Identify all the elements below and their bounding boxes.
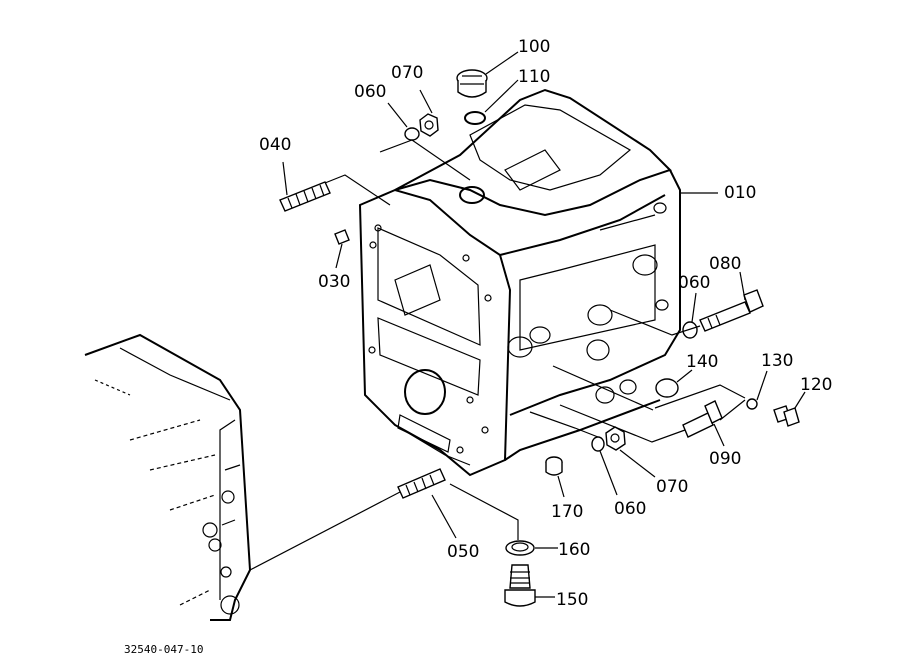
callout-130: 130 bbox=[761, 351, 793, 371]
callout-060-top: 060 bbox=[354, 82, 386, 102]
nut-070-top bbox=[419, 113, 439, 137]
washer-060-right bbox=[682, 321, 698, 339]
callout-150: 150 bbox=[556, 590, 588, 610]
callout-010: 010 bbox=[724, 183, 756, 203]
engine-housing bbox=[84, 333, 252, 621]
transmission-case bbox=[358, 88, 681, 477]
washer-060-top bbox=[404, 127, 420, 141]
filler-plug bbox=[456, 69, 488, 98]
bolt-080 bbox=[699, 289, 764, 332]
callout-110: 110 bbox=[518, 67, 550, 87]
stud-050 bbox=[397, 468, 446, 499]
stud-040 bbox=[279, 181, 331, 212]
callout-080: 080 bbox=[709, 254, 741, 274]
callout-140: 140 bbox=[686, 352, 718, 372]
dowel-pin-030 bbox=[334, 229, 350, 245]
valve-150 bbox=[504, 564, 536, 607]
callout-060-right: 060 bbox=[678, 273, 710, 293]
callout-090: 090 bbox=[709, 449, 741, 469]
plug-170 bbox=[545, 456, 563, 476]
plug-140 bbox=[655, 378, 679, 398]
washer-130 bbox=[746, 398, 758, 410]
callout-labels: 100 110 070 060 040 030 010 080 060 140 … bbox=[259, 37, 832, 610]
callout-120: 120 bbox=[800, 375, 832, 395]
callout-160: 160 bbox=[558, 540, 590, 560]
nut-070-bottom bbox=[605, 426, 626, 451]
o-ring-110 bbox=[464, 111, 486, 125]
washer-060-bottom bbox=[591, 436, 605, 452]
callout-050: 050 bbox=[447, 542, 479, 562]
seal-ring-160 bbox=[505, 540, 535, 556]
callout-040: 040 bbox=[259, 135, 291, 155]
bolt-090 bbox=[682, 400, 723, 438]
bolt-120 bbox=[773, 405, 800, 427]
callout-100: 100 bbox=[518, 37, 550, 57]
callout-170: 170 bbox=[551, 502, 583, 522]
callout-030: 030 bbox=[318, 272, 350, 292]
leader-lines bbox=[249, 51, 806, 598]
callout-070-top: 070 bbox=[391, 63, 423, 83]
callout-070-bottom: 070 bbox=[656, 477, 688, 497]
callout-060-bottom: 060 bbox=[614, 499, 646, 519]
drawing-code: 32540-047-10 bbox=[124, 643, 203, 656]
